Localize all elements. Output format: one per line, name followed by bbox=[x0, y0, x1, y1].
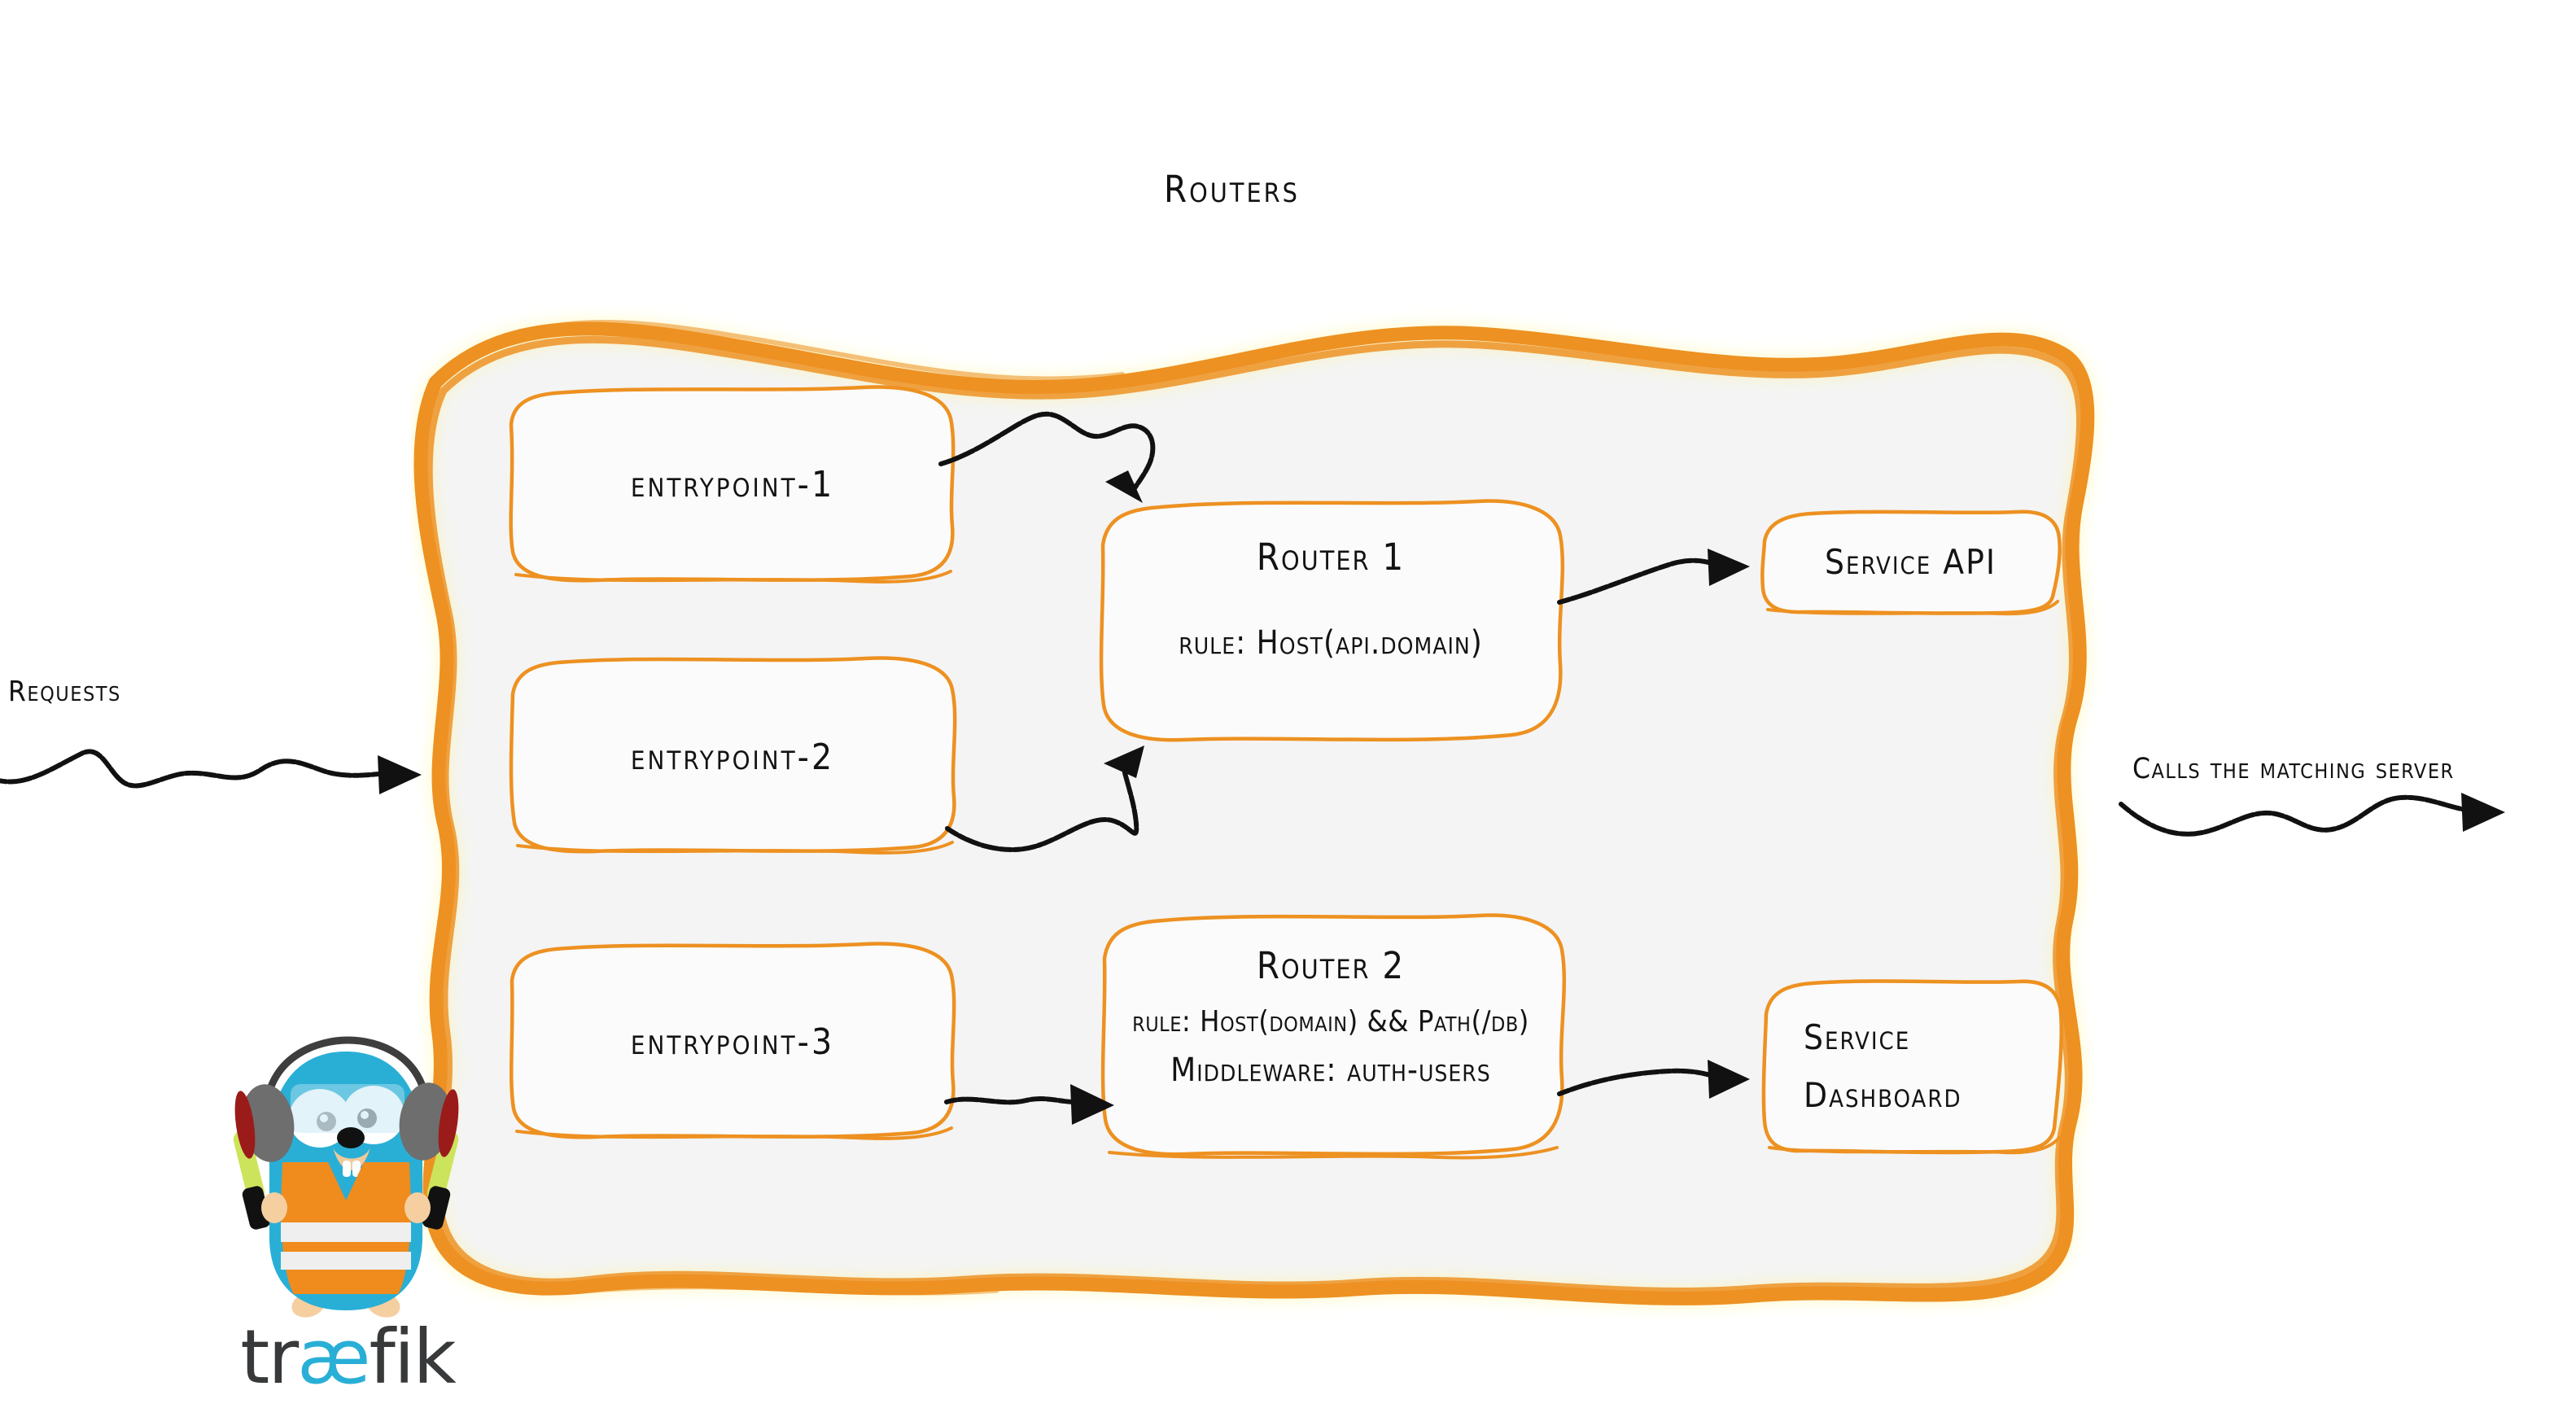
wordmark-suffix: fik bbox=[369, 1314, 457, 1401]
service-box-dashboard[interactable]: Service Dashboard bbox=[1758, 977, 2063, 1156]
page-title: Routers bbox=[1164, 168, 1300, 211]
router-box-1[interactable]: Router 1 rule: Host(api.domain) bbox=[1095, 496, 1567, 749]
traefik-wordmark: træfik bbox=[201, 1320, 494, 1395]
traefik-logo: træfik bbox=[224, 1034, 468, 1408]
entrypoint-box-1[interactable]: entrypoint-1 bbox=[505, 383, 960, 586]
wordmark-prefix: tr bbox=[240, 1314, 299, 1401]
calls-matching-server-label: Calls the matching server bbox=[2132, 753, 2455, 785]
service-box-api[interactable]: Service API bbox=[1758, 509, 2063, 616]
router-box-2[interactable]: Router 2 rule: Host(domain) && Path(/db)… bbox=[1095, 912, 1567, 1164]
arrow-incoming-requests bbox=[0, 749, 422, 794]
entrypoint-box-3[interactable]: entrypoint-3 bbox=[505, 940, 960, 1143]
arrow-outgoing-calls bbox=[2119, 793, 2505, 837]
arrow-entrypoint2-to-router1 bbox=[945, 746, 1144, 852]
headphone-cups bbox=[234, 1082, 459, 1162]
requests-label: Requests bbox=[8, 676, 121, 708]
entrypoint-box-2[interactable]: entrypoint-2 bbox=[505, 655, 960, 859]
arrow-entrypoint3-to-router2 bbox=[944, 1084, 1114, 1125]
arrow-router1-to-service-api bbox=[1557, 549, 1750, 605]
wordmark-ligature: æ bbox=[297, 1314, 370, 1401]
arrow-router2-to-service-dashboard bbox=[1557, 1060, 1750, 1099]
arrow-entrypoint1-to-router1 bbox=[938, 411, 1156, 503]
